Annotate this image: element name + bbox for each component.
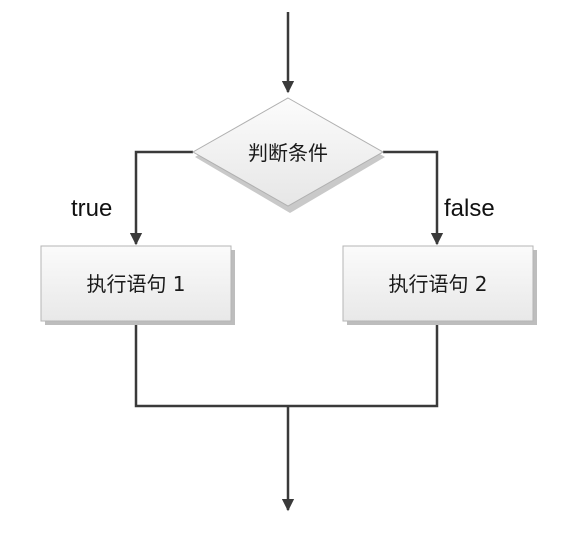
true-branch-label: true — [71, 195, 112, 222]
statement-2-label: 执行语句 2 — [388, 272, 487, 296]
false-branch-label: false — [444, 195, 495, 222]
statement-2-node: 执行语句 2 — [342, 245, 537, 325]
decision-label: 判断条件 — [248, 141, 328, 165]
false-branch-arrow — [383, 150, 444, 246]
statement-1-label: 执行语句 1 — [86, 272, 185, 296]
true-branch-arrow — [129, 150, 193, 246]
statement-1-node: 执行语句 1 — [40, 245, 235, 325]
merge-line — [134, 322, 439, 408]
decision-node: 判断条件 — [191, 97, 385, 213]
